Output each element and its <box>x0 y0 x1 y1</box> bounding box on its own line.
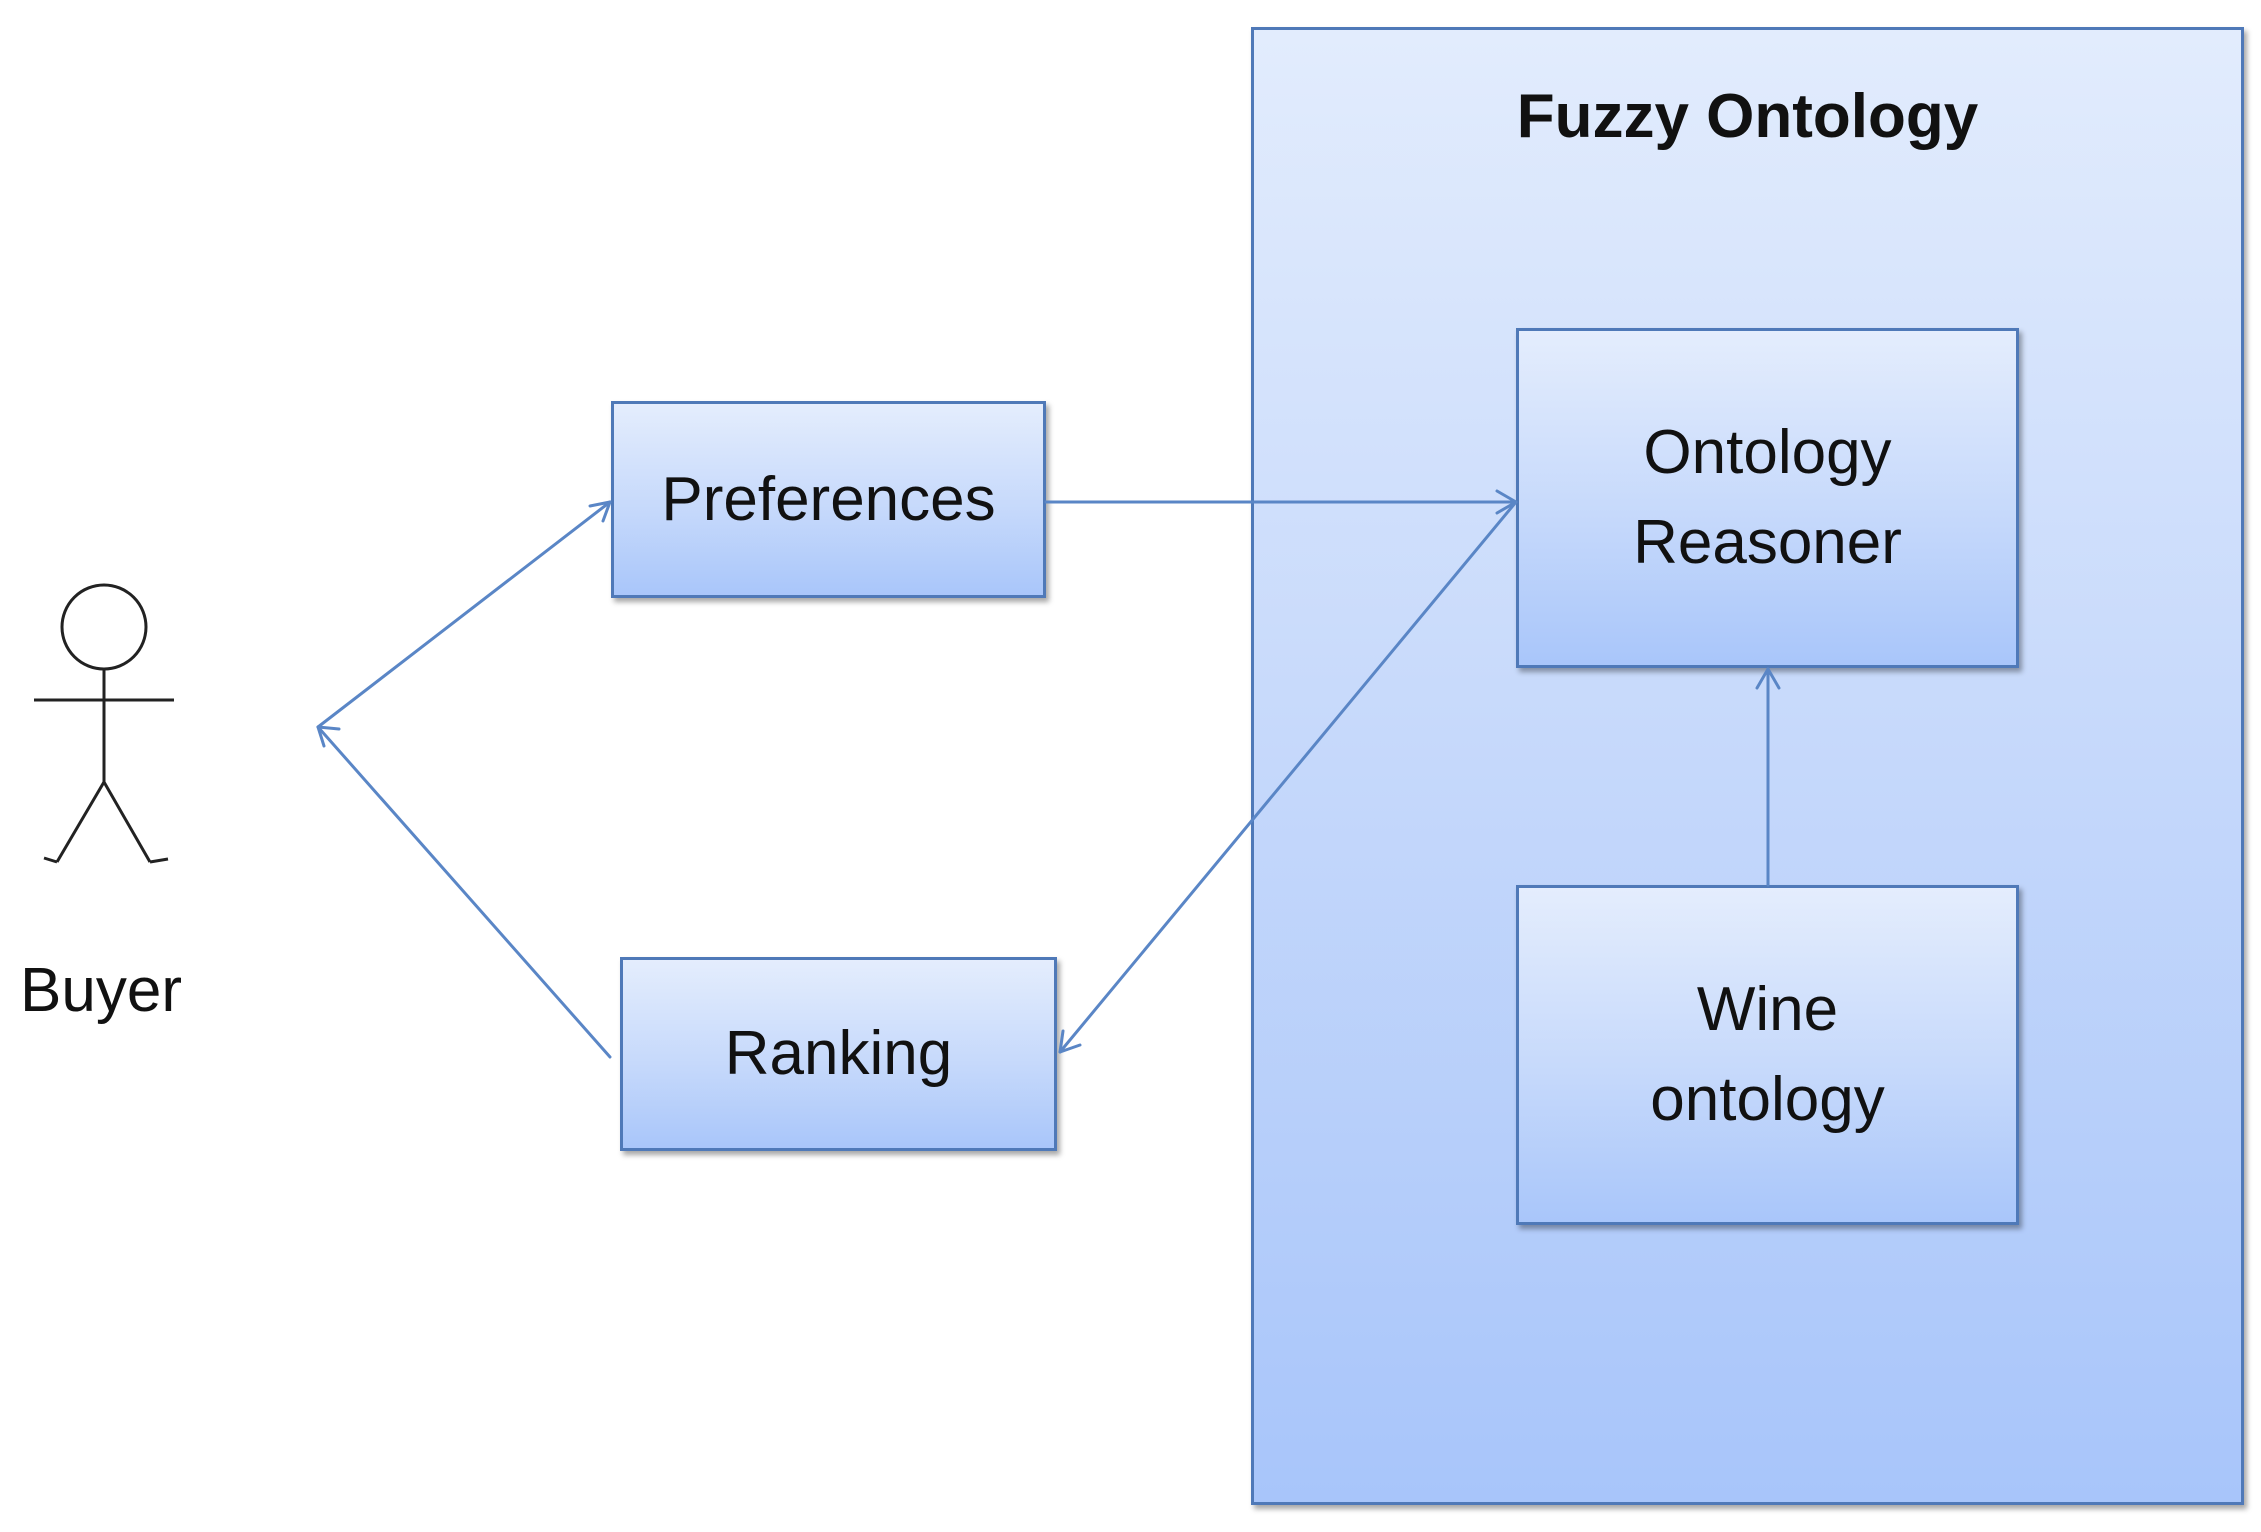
actor-left-foot <box>43 856 58 864</box>
arrowhead-ranking <box>1058 1029 1082 1054</box>
container-title: Fuzzy Ontology <box>1516 82 1979 151</box>
edge-buyer-to-preferences <box>316 500 612 729</box>
arrowhead-buyer <box>316 725 341 748</box>
wine-ontology-box: Wine ontology <box>1516 885 2019 1225</box>
actor-right-foot <box>149 857 169 864</box>
arrowhead-preferences <box>588 500 612 523</box>
preferences-box: Preferences <box>611 401 1046 598</box>
actor-right-leg <box>102 781 152 863</box>
arrowhead-reasoner-bottom <box>1755 667 1781 690</box>
fuzzy-ontology-container: Fuzzy Ontology <box>1251 27 2244 1505</box>
actor-left-leg <box>55 781 106 863</box>
ontology-reasoner-box: Ontology Reasoner <box>1516 328 2019 668</box>
ranking-box: Ranking <box>620 957 1057 1151</box>
buyer-label: Buyer <box>20 956 182 1025</box>
edge-reasoner-to-ranking <box>1058 500 1518 1054</box>
edge-ranking-to-buyer <box>316 725 612 1059</box>
